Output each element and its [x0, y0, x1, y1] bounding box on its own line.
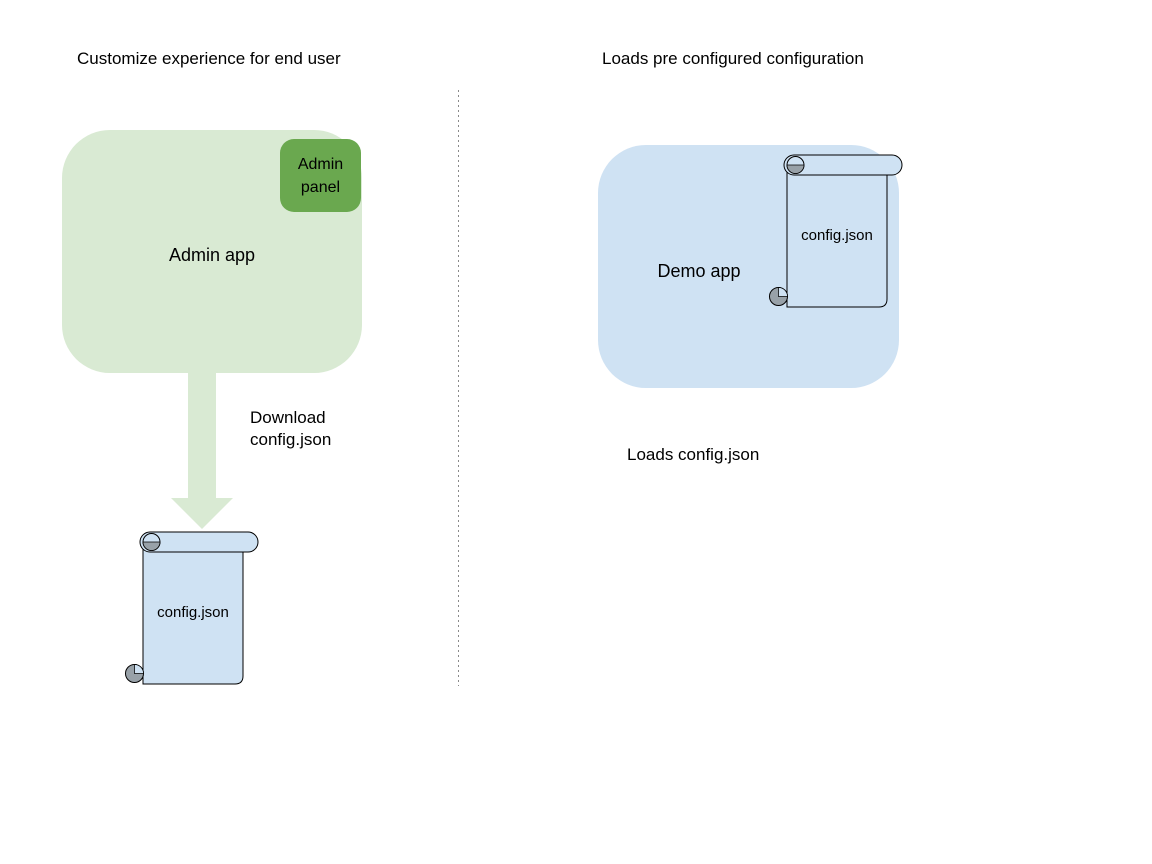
loads-config-caption: Loads config.json — [627, 445, 760, 464]
download-arrow-icon — [171, 373, 233, 529]
left-section-title: Customize experience for end user — [77, 49, 341, 68]
config-json-label: config.json — [157, 604, 229, 621]
config-json-file-right: config.json — [768, 154, 913, 314]
scroll-file-icon — [769, 154, 903, 308]
download-config-label: Download config.json — [250, 408, 332, 449]
admin-app-label: Admin app — [168, 245, 256, 265]
demo-app-label: Demo app — [657, 261, 741, 281]
section-divider — [458, 90, 459, 686]
config-json-label: config.json — [801, 227, 873, 244]
scroll-file-icon — [125, 531, 259, 685]
right-section-title: Loads pre configured configuration — [602, 49, 864, 68]
admin-panel-box: Admin panel — [280, 139, 361, 212]
config-json-file-left: config.json — [124, 531, 269, 691]
